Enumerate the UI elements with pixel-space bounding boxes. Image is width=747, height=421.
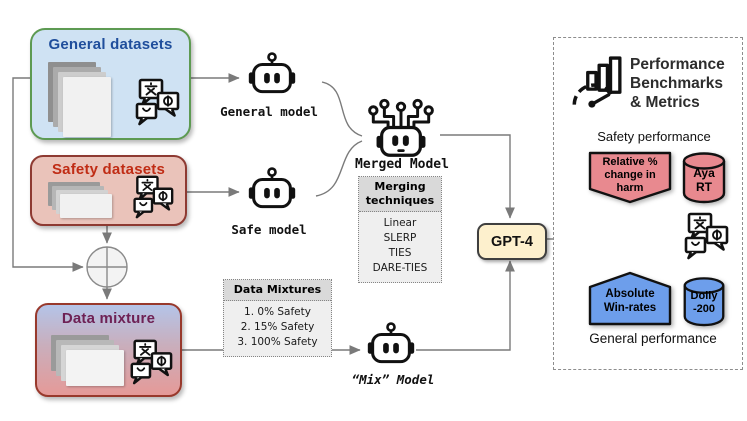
translate-icon bbox=[681, 212, 729, 260]
win-rates-metric: Absolute Win-rates bbox=[588, 288, 672, 316]
brace-bottom-curve bbox=[315, 140, 363, 197]
data-mixture-box: Data mixture bbox=[35, 303, 182, 397]
merging-techniques-box: Merging techniques Linear SLERP TIES DAR… bbox=[358, 176, 442, 284]
data-mixtures-box: Data Mixtures 1. 0% Safety 2. 15% Safety… bbox=[223, 279, 332, 358]
relative-harm-metric: Relative % change in harm bbox=[588, 156, 672, 195]
metric-line: Win-rates bbox=[603, 301, 657, 314]
benchmark-gauge-icon bbox=[566, 56, 624, 114]
safety-performance-label: Safety performance bbox=[597, 129, 711, 144]
gpt4-evaluator-box: GPT-4 bbox=[477, 223, 547, 260]
aya-rt-database-icon bbox=[682, 152, 726, 204]
brace-top-curve bbox=[321, 81, 363, 137]
safe-model-robot-icon bbox=[244, 167, 300, 213]
translate-icon bbox=[127, 339, 173, 385]
metric-line: harm bbox=[616, 181, 644, 194]
papers-stack-icon bbox=[51, 335, 127, 387]
safety-datasets-title: Safety datasets bbox=[51, 161, 166, 178]
panel-title-line: & Metrics bbox=[630, 94, 700, 112]
papers-stack-icon bbox=[48, 182, 116, 222]
connector-mix-to-gpt4 bbox=[416, 260, 515, 351]
panel-title: Performance Benchmarks & Metrics bbox=[630, 55, 738, 113]
data-mixtures-title: Data Mixtures bbox=[224, 280, 331, 301]
mixture-item: 1. 0% Safety bbox=[244, 305, 311, 318]
relative-harm-banner-shape bbox=[588, 151, 672, 204]
papers-stack-icon bbox=[48, 62, 114, 138]
safety-datasets-box: Safety datasets bbox=[30, 155, 187, 226]
panel-title-line: Benchmarks bbox=[630, 75, 724, 93]
safe-model-label: Safe model bbox=[231, 222, 307, 237]
general-datasets-title: General datasets bbox=[48, 36, 173, 53]
metric-line: change in bbox=[604, 168, 656, 181]
dataset-line: Dolly bbox=[690, 290, 718, 302]
translate-icon bbox=[132, 78, 180, 126]
connector-merged-to-gpt4 bbox=[440, 134, 515, 219]
translate-icon bbox=[130, 175, 174, 219]
merged-model-robot-icon bbox=[357, 86, 445, 158]
merging-item: SLERP bbox=[383, 231, 417, 244]
general-model-label: General model bbox=[220, 104, 318, 119]
panel-title-line: Performance bbox=[630, 56, 725, 73]
gpt4-label: GPT-4 bbox=[491, 233, 533, 250]
merging-techniques-list: Linear SLERP TIES DARE-TIES bbox=[359, 212, 441, 283]
aya-rt-label: Aya RT bbox=[681, 166, 727, 195]
connector-general-to-combine bbox=[12, 77, 84, 272]
merging-item: Linear bbox=[383, 216, 417, 229]
plus-combine-icon bbox=[86, 246, 128, 288]
mixture-item: 2. 15% Safety bbox=[240, 320, 315, 333]
metric-line: Relative % bbox=[602, 156, 658, 168]
data-mixture-title: Data mixture bbox=[61, 310, 156, 327]
metric-line: Absolute bbox=[605, 288, 655, 300]
dataset-line: RT bbox=[696, 179, 712, 194]
merged-model-label: Merged Model bbox=[355, 157, 449, 172]
dataset-line: Aya bbox=[693, 166, 715, 180]
mix-model-label: “Mix” Model bbox=[351, 372, 435, 387]
win-rates-pentagon-shape bbox=[588, 271, 672, 326]
data-mixtures-list: 1. 0% Safety 2. 15% Safety 3. 100% Safet… bbox=[224, 301, 331, 357]
dolly-200-label: Dolly -200 bbox=[681, 290, 727, 316]
merging-item: DARE-TIES bbox=[372, 262, 428, 275]
general-model-robot-icon bbox=[244, 52, 300, 98]
mix-model-robot-icon bbox=[363, 322, 419, 368]
mixture-item: 3. 100% Safety bbox=[237, 336, 318, 349]
merging-item: TIES bbox=[388, 246, 412, 259]
general-performance-label: General performance bbox=[589, 331, 717, 346]
merging-techniques-title: Merging techniques bbox=[359, 177, 441, 212]
dataset-line: -200 bbox=[692, 302, 716, 315]
general-datasets-box: General datasets bbox=[30, 28, 191, 140]
dolly-200-database-icon bbox=[683, 277, 725, 327]
